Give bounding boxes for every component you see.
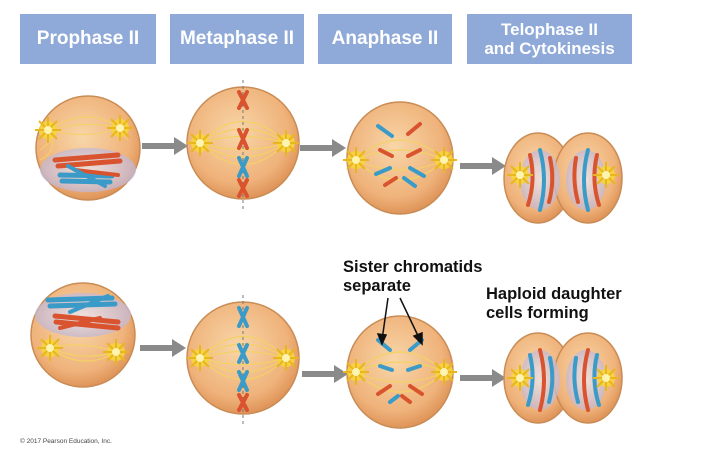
header-metaphase-label: Metaphase II xyxy=(179,28,295,49)
arrow-icon xyxy=(142,137,188,155)
chromosomes-telophase-bottom xyxy=(526,348,601,412)
header-telophase-ii: Telophase II and Cytokinesis xyxy=(467,14,632,64)
sister-chromatids-label: Sister chromatids separate xyxy=(343,258,482,296)
sister-chromatids-line2: separate xyxy=(343,277,411,295)
header-prophase-label: Prophase II xyxy=(36,28,140,49)
cell-prophase-top xyxy=(34,95,141,201)
arrow-icon xyxy=(140,339,186,357)
arrow-icon xyxy=(460,369,506,387)
chromosomes-telophase-top xyxy=(526,148,601,212)
sister-chromatids-line1: Sister chromatids xyxy=(343,258,483,276)
chromosomes-prophase-bottom xyxy=(45,294,121,331)
cell-metaphase-bottom xyxy=(186,295,300,425)
arrow-icon xyxy=(302,365,348,383)
cell-prophase-bottom xyxy=(30,282,136,388)
sister-chromatids-pointers xyxy=(376,297,423,346)
header-telophase-line2: and Cytokinesis xyxy=(484,39,615,58)
header-metaphase-ii: Metaphase II xyxy=(170,14,304,64)
chromosomes-prophase-top xyxy=(52,152,123,188)
header-telophase-line1: Telophase II xyxy=(501,20,598,39)
chromosomes-metaphase-bottom xyxy=(237,306,249,412)
chromosomes-anaphase-top xyxy=(374,122,426,188)
cell-telophase-bottom xyxy=(503,332,623,424)
arrow-icon xyxy=(300,139,346,157)
chromosomes-metaphase-top xyxy=(237,90,249,198)
arrow-icon xyxy=(460,157,506,175)
header-anaphase-label: Anaphase II xyxy=(331,28,439,49)
haploid-daughter-line2: cells forming xyxy=(486,304,589,322)
header-prophase-ii: Prophase II xyxy=(20,14,156,64)
cell-telophase-top xyxy=(503,132,623,224)
haploid-daughter-line1: Haploid daughter xyxy=(486,285,622,303)
cell-anaphase-top xyxy=(342,101,458,215)
header-anaphase-ii: Anaphase II xyxy=(318,14,452,64)
cell-metaphase-top xyxy=(186,80,300,210)
haploid-daughter-label: Haploid daughter cells forming xyxy=(486,285,622,323)
cell-anaphase-bottom xyxy=(342,315,458,429)
copyright-notice: © 2017 Pearson Education, Inc. xyxy=(20,438,112,445)
